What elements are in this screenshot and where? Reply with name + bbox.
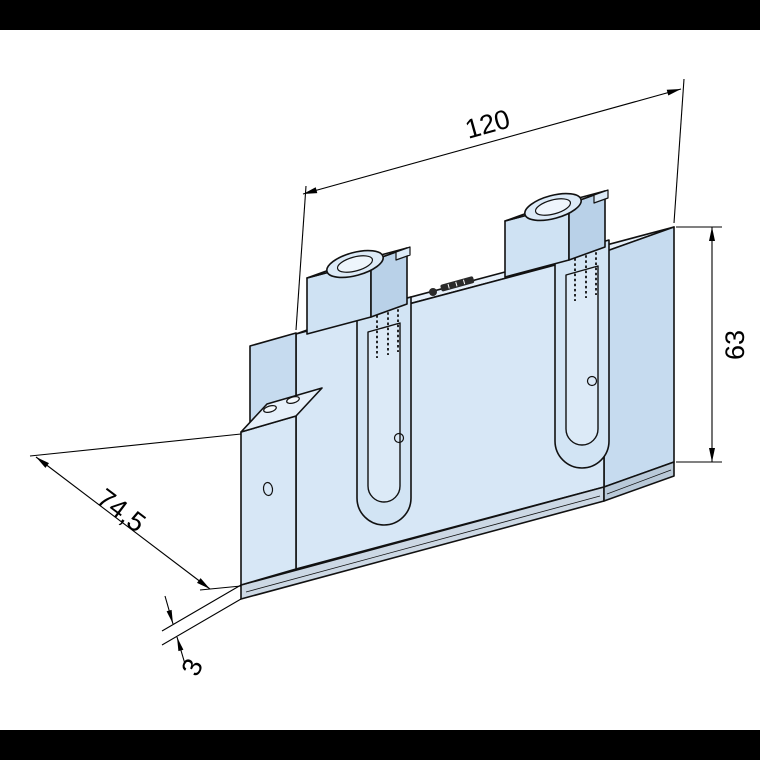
tower-1-boss-inner: [336, 255, 374, 273]
arrowhead: [166, 609, 173, 624]
dimension-body-height: 63: [676, 226, 750, 463]
finger-2-slot: [565, 265, 599, 446]
base-plate: [240, 461, 675, 600]
extension-line: [161, 584, 242, 632]
left-bracket: [240, 332, 323, 586]
tower-2-boss-inner: [534, 198, 572, 216]
letterbox-top: [0, 0, 760, 30]
finger-1-spring-pattern: [376, 294, 399, 358]
arrowhead: [177, 637, 184, 652]
dimension-label-length: 120: [462, 104, 513, 145]
arrowhead: [303, 187, 318, 194]
flex-finger-1: [356, 294, 412, 526]
tower-2-tab: [593, 189, 609, 204]
extension-line: [199, 585, 242, 591]
dimension-label-base-thickness: 3: [176, 654, 210, 680]
finger-2-spring-pattern: [574, 237, 597, 301]
finger-1-slot: [367, 322, 401, 503]
arrowhead: [709, 448, 715, 462]
base-plate-groove-right: [606, 469, 672, 495]
bracket-front-hole: [262, 481, 274, 497]
base-plate-groove: [245, 495, 601, 593]
dimension-label-height: 63: [720, 330, 750, 360]
arrowhead: [709, 227, 715, 241]
clamp-tower-2: [504, 189, 609, 278]
tower-1-tab: [395, 246, 411, 261]
brand-mark-icon: [429, 276, 475, 296]
arrowhead: [36, 457, 49, 468]
dimension-line: [302, 88, 682, 195]
arrowhead: [197, 578, 210, 589]
bracket-top-face: [240, 387, 323, 433]
bracket-front-face: [240, 415, 297, 586]
bracket-mount-hole-2: [286, 396, 300, 404]
letterbox-bottom: [0, 730, 760, 760]
bracket-mount-hole-1: [263, 405, 277, 413]
arrowhead: [666, 89, 681, 96]
extension-line: [295, 185, 307, 331]
finger-1-hole: [393, 432, 405, 444]
base-plate-right-face: [603, 461, 675, 502]
flex-finger-2: [554, 237, 610, 469]
clamp-tower-1: [306, 246, 411, 335]
body-right-face: [603, 226, 675, 488]
finger-2-hole: [586, 375, 598, 387]
extension-line: [673, 78, 685, 224]
dimension-overall-length: 120: [295, 78, 685, 331]
dimension-base-thickness: 3: [161, 584, 242, 680]
dimension-line: [35, 456, 211, 590]
extension-line: [29, 433, 242, 457]
dimension-label-depth: 74,5: [91, 483, 151, 539]
extension-line: [161, 598, 242, 646]
dimension-overall-depth: 74,5: [29, 433, 242, 591]
